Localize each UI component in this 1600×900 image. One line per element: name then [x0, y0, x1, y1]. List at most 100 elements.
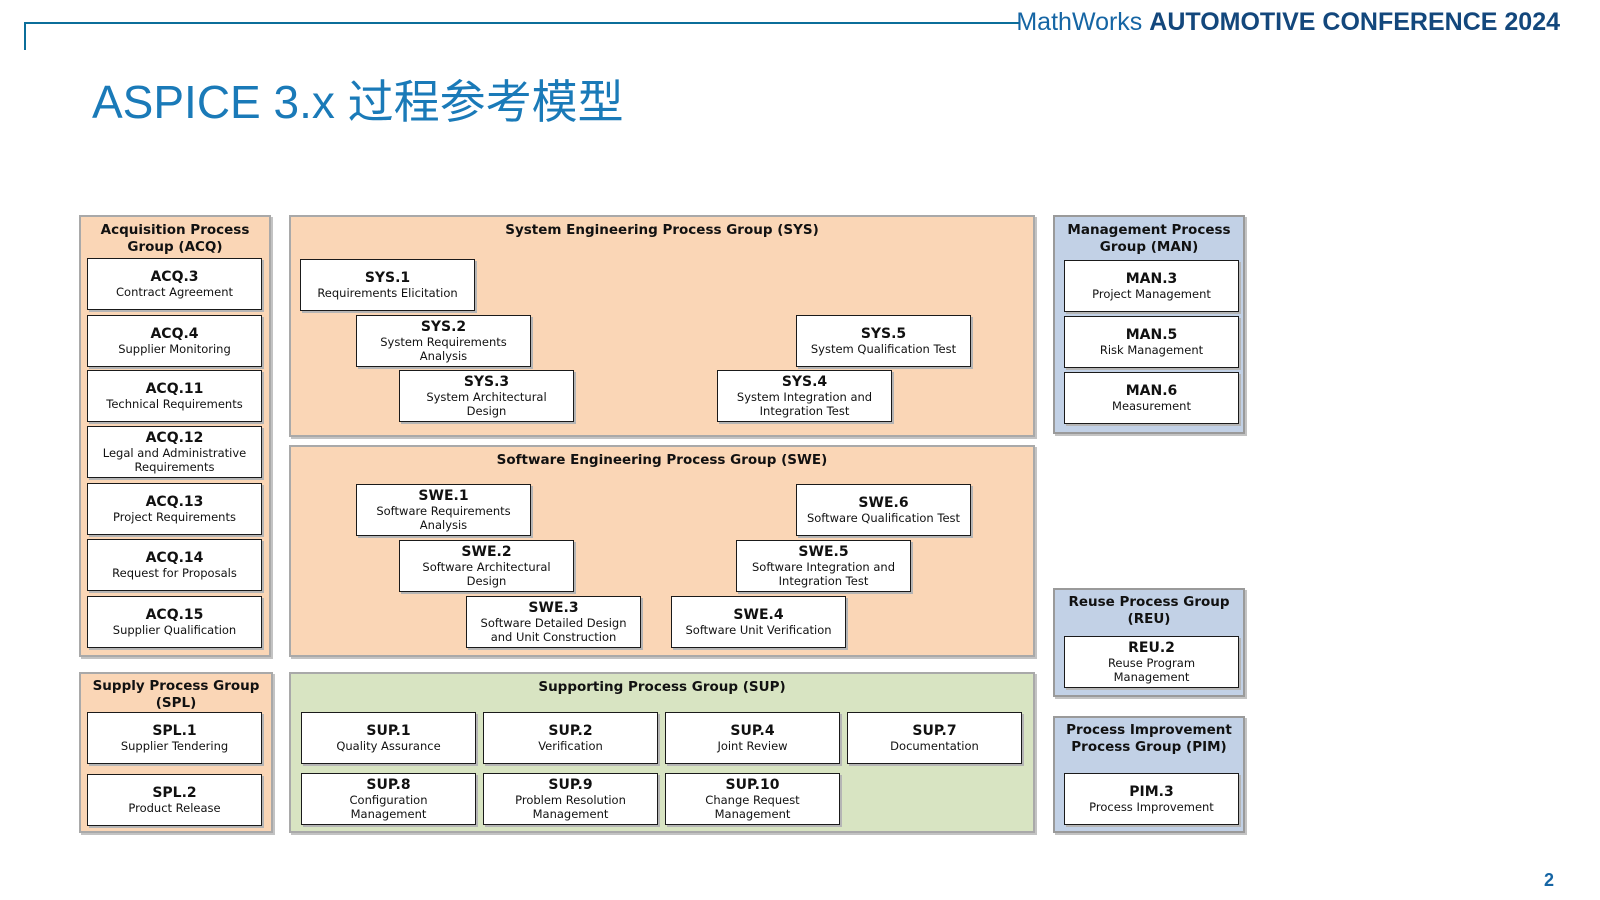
- page-number: 2: [1543, 870, 1554, 890]
- brand-name: MathWorks: [1016, 8, 1143, 36]
- group-title-line: Group (ACQ): [127, 239, 223, 255]
- group-title: Supply Process Group(SPL): [81, 678, 271, 712]
- group-title-line: Process Improvement: [1066, 722, 1232, 738]
- process-name: Configuration Management: [349, 793, 428, 821]
- process-name: Technical Requirements: [106, 397, 243, 411]
- process-code: SYS.2: [420, 319, 467, 335]
- process-box-spl-2: SPL.2 Product Release: [87, 774, 262, 826]
- process-name: Legal and Administrative Requirements: [102, 446, 247, 474]
- group-title: Supporting Process Group (SUP): [291, 679, 1033, 696]
- process-code: SUP.2: [548, 723, 593, 739]
- process-box-acq-11: ACQ.11 Technical Requirements: [87, 370, 262, 422]
- group-title-line: Supporting Process Group (SUP): [538, 679, 786, 695]
- process-box-swe-6: SWE.6 Software Qualification Test: [796, 484, 971, 536]
- process-name: Process Improvement: [1089, 800, 1214, 814]
- process-code: SYS.5: [860, 326, 907, 342]
- process-box-swe-3: SWE.3 Software Detailed Design and Unit …: [466, 596, 641, 648]
- process-name: Requirements Elicitation: [317, 286, 458, 300]
- group-title-line: Reuse Process Group: [1068, 594, 1230, 610]
- group-title: Reuse Process Group(REU): [1055, 594, 1243, 628]
- process-code: SUP.10: [725, 777, 780, 793]
- process-name: Request for Proposals: [112, 566, 237, 580]
- process-code: SYS.1: [364, 270, 411, 286]
- process-box-spl-1: SPL.1 Supplier Tendering: [87, 712, 262, 764]
- process-box-man-5: MAN.5 Risk Management: [1064, 316, 1239, 368]
- process-name: System Qualification Test: [810, 342, 957, 356]
- process-code: SYS.3: [463, 374, 510, 390]
- conference-brand: MathWorks AUTOMOTIVE CONFERENCE 2024: [1016, 8, 1560, 37]
- process-name: Documentation: [890, 739, 979, 753]
- process-name: Problem Resolution Management: [515, 793, 626, 821]
- process-box-acq-13: ACQ.13 Project Requirements: [87, 483, 262, 535]
- group-title-line: Group (MAN): [1099, 239, 1199, 255]
- group-title-line: Supply Process Group: [92, 678, 260, 694]
- process-box-sup-1: SUP.1 Quality Assurance: [301, 712, 476, 764]
- process-name: Supplier Tendering: [120, 739, 229, 753]
- process-code: SWE.3: [528, 600, 579, 616]
- process-name: Contract Agreement: [116, 285, 233, 299]
- process-name: Quality Assurance: [336, 739, 441, 753]
- process-box-acq-12: ACQ.12 Legal and Administrative Requirem…: [87, 426, 262, 478]
- process-name: Software Detailed Design and Unit Constr…: [480, 616, 627, 644]
- process-code: SWE.5: [798, 544, 849, 560]
- process-box-sup-7: SUP.7 Documentation: [847, 712, 1022, 764]
- process-box-man-6: MAN.6 Measurement: [1064, 372, 1239, 424]
- process-code: SYS.4: [781, 374, 828, 390]
- process-code: ACQ.3: [150, 269, 199, 285]
- process-name: Software Requirements Analysis: [376, 504, 511, 532]
- process-box-sup-9: SUP.9 Problem Resolution Management: [483, 773, 658, 825]
- process-name: Risk Management: [1099, 343, 1204, 357]
- process-box-sys-5: SYS.5 System Qualification Test: [796, 315, 971, 367]
- process-code: ACQ.13: [145, 494, 204, 510]
- process-box-acq-4: ACQ.4 Supplier Monitoring: [87, 315, 262, 367]
- process-name: Measurement: [1112, 399, 1191, 413]
- process-box-sup-4: SUP.4 Joint Review: [665, 712, 840, 764]
- process-name: Software Qualification Test: [806, 511, 961, 525]
- process-box-sup-10: SUP.10 Change Request Management: [665, 773, 840, 825]
- process-box-swe-2: SWE.2 Software Architectural Design: [399, 540, 574, 592]
- process-box-man-3: MAN.3 Project Management: [1064, 260, 1239, 312]
- process-box-acq-14: ACQ.14 Request for Proposals: [87, 539, 262, 591]
- process-name: Software Unit Verification: [685, 623, 832, 637]
- process-code: SUP.7: [912, 723, 957, 739]
- brand-event: AUTOMOTIVE CONFERENCE 2024: [1149, 8, 1560, 36]
- process-code: MAN.6: [1125, 383, 1178, 399]
- process-box-acq-15: ACQ.15 Supplier Qualification: [87, 596, 262, 648]
- process-code: SWE.2: [461, 544, 512, 560]
- process-code: SUP.4: [730, 723, 775, 739]
- process-code: SUP.8: [366, 777, 411, 793]
- process-box-sys-2: SYS.2 System Requirements Analysis: [356, 315, 531, 367]
- process-code: ACQ.4: [150, 326, 199, 342]
- group-title-line: Acquisition Process: [100, 222, 250, 238]
- process-name: Product Release: [128, 801, 221, 815]
- group-title: Software Engineering Process Group (SWE): [291, 452, 1033, 469]
- process-box-sup-2: SUP.2 Verification: [483, 712, 658, 764]
- header-rule-tick: [24, 22, 26, 50]
- header-rule: [24, 22, 1020, 24]
- process-box-sys-4: SYS.4 System Integration and Integration…: [717, 370, 892, 422]
- process-name: Software Integration and Integration Tes…: [751, 560, 895, 588]
- process-box-sys-1: SYS.1 Requirements Elicitation: [300, 259, 475, 311]
- process-code: ACQ.14: [145, 550, 204, 566]
- process-code: ACQ.12: [145, 430, 204, 446]
- group-title: System Engineering Process Group (SYS): [291, 222, 1033, 239]
- process-name: System Requirements Analysis: [380, 335, 507, 363]
- process-code: SWE.4: [733, 607, 784, 623]
- process-code: MAN.3: [1125, 271, 1178, 287]
- process-name: Supplier Monitoring: [118, 342, 231, 356]
- process-name: Change Request Management: [705, 793, 800, 821]
- process-name: Project Management: [1092, 287, 1211, 301]
- process-name: Verification: [538, 739, 603, 753]
- process-box-acq-3: ACQ.3 Contract Agreement: [87, 258, 262, 310]
- process-code: SUP.1: [366, 723, 411, 739]
- process-code: REU.2: [1128, 640, 1175, 656]
- process-box-swe-1: SWE.1 Software Requirements Analysis: [356, 484, 531, 536]
- group-title-line: (REU): [1127, 611, 1171, 627]
- group-title-line: Management Process: [1067, 222, 1231, 238]
- process-name: Project Requirements: [113, 510, 236, 524]
- process-box-swe-4: SWE.4 Software Unit Verification: [671, 596, 846, 648]
- process-name: Joint Review: [717, 739, 788, 753]
